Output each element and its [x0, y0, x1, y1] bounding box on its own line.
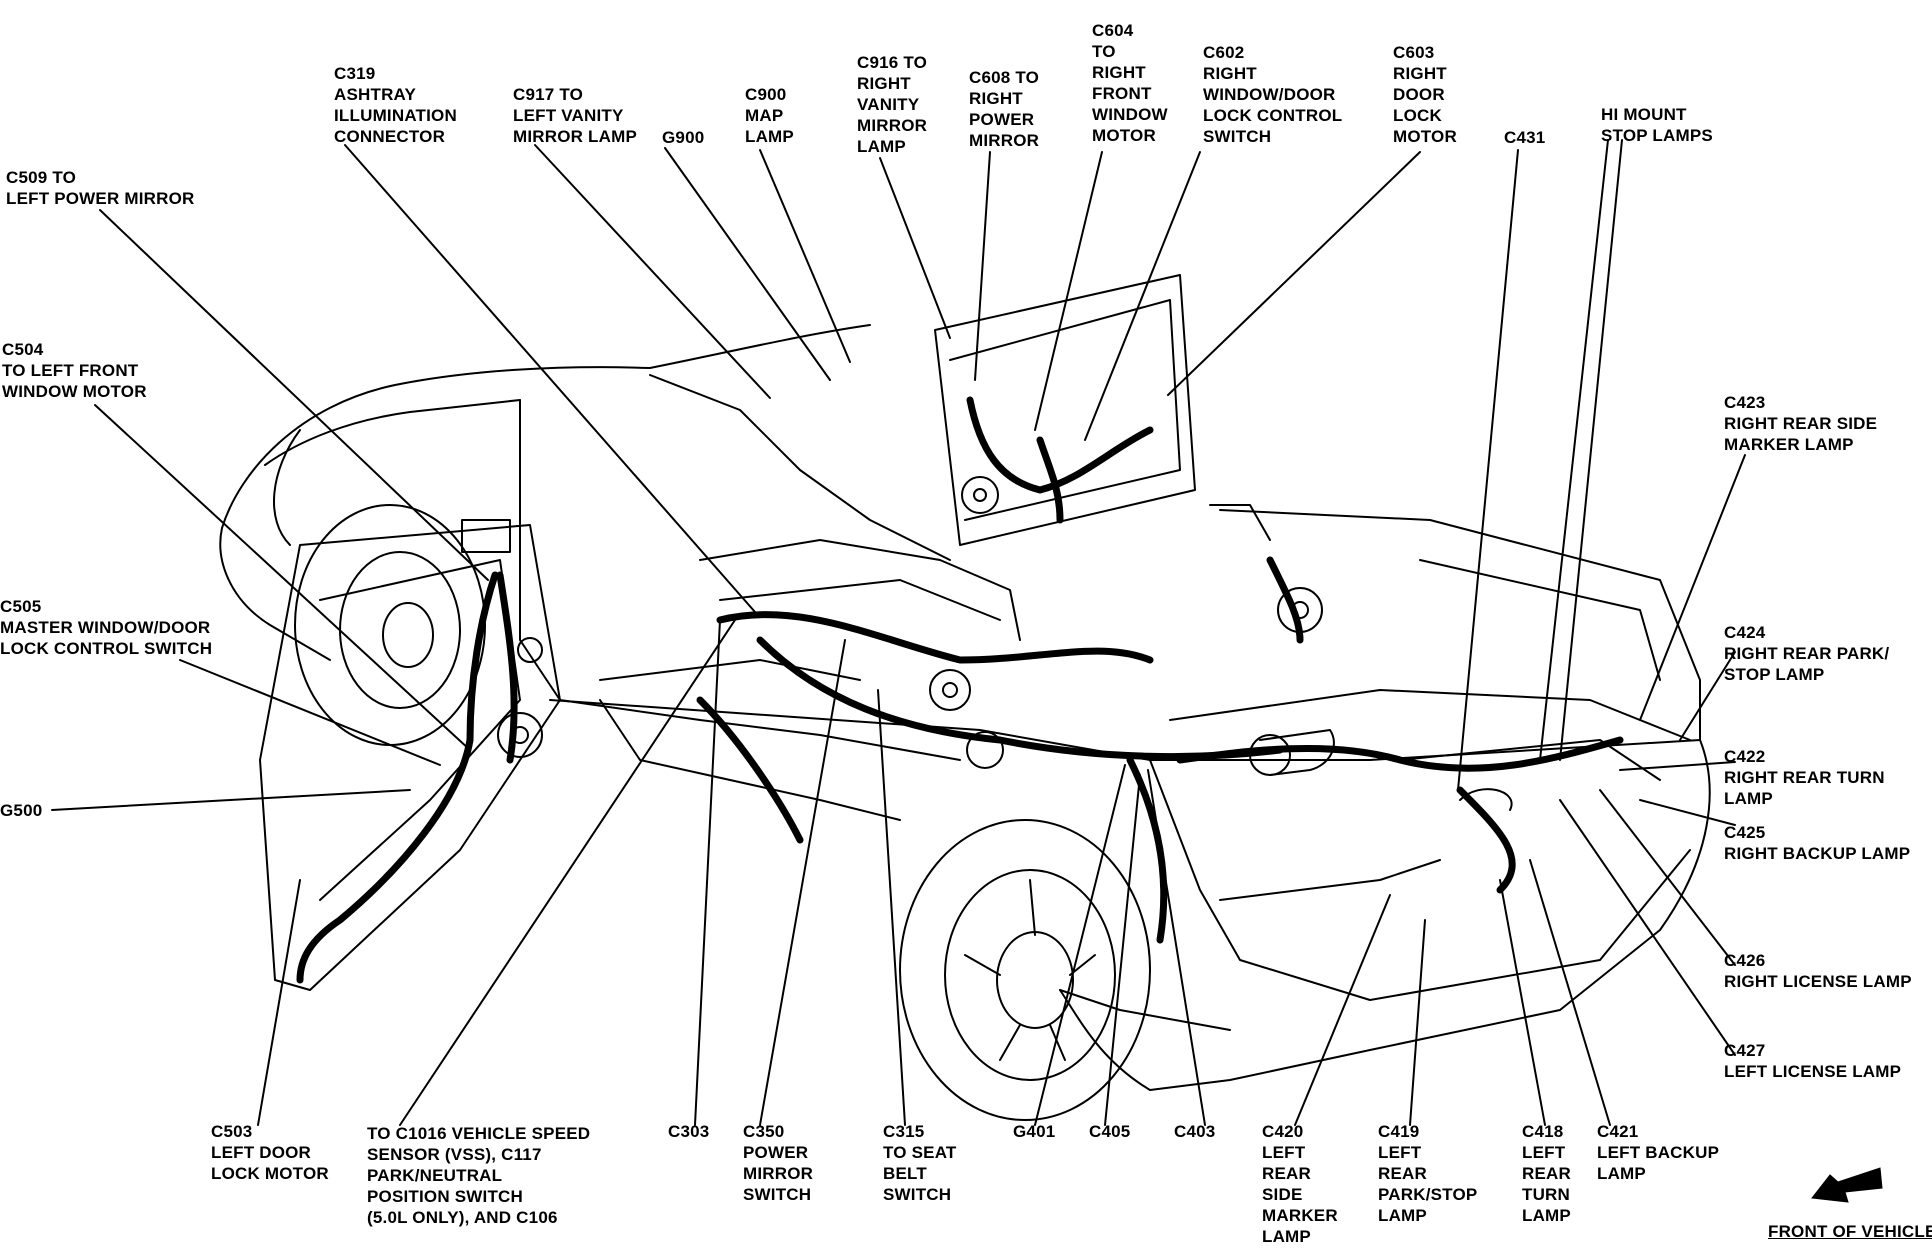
- label-c421: C421 LEFT BACKUP LAMP: [1597, 1122, 1720, 1183]
- label-c427: C427 LEFT LICENSE LAMP: [1724, 1041, 1902, 1081]
- label-c303: C303: [668, 1122, 710, 1141]
- label-c916: C916 TO RIGHT VANITY MIRROR LAMP: [857, 53, 928, 156]
- label-c900: C900 MAP LAMP: [745, 85, 794, 146]
- label-c917: C917 TO LEFT VANITY MIRROR LAMP: [513, 85, 638, 146]
- front-of-vehicle-caption: FRONT OF VEHICLE: [1768, 1222, 1932, 1241]
- label-c604: C604 TO RIGHT FRONT WINDOW MOTOR: [1092, 21, 1168, 145]
- label-c405: C405: [1089, 1122, 1131, 1141]
- left-front-wheel: [294, 504, 486, 746]
- label-g500: G500: [0, 801, 43, 820]
- label-c1016: TO C1016 VEHICLE SPEED SENSOR (VSS), C11…: [367, 1124, 591, 1227]
- label-c423: C423 RIGHT REAR SIDE MARKER LAMP: [1724, 393, 1878, 454]
- label-c431: C431: [1504, 128, 1546, 147]
- car-body-outline: [219, 324, 1711, 1091]
- leader-lines: [51, 139, 1746, 1126]
- front-arrow-icon: [1811, 1167, 1883, 1203]
- label-c319: C319 ASHTRAY ILLUMINATION CONNECTOR: [334, 64, 457, 146]
- label-c608: C608 TO RIGHT POWER MIRROR: [969, 68, 1040, 150]
- label-c426: C426 RIGHT LICENSE LAMP: [1724, 951, 1912, 991]
- left-rear-wheel: [899, 819, 1151, 1121]
- label-c418: C418 LEFT REAR TURN LAMP: [1522, 1122, 1571, 1225]
- interior: [559, 374, 1021, 769]
- label-c419: C419 LEFT REAR PARK/STOP LAMP: [1378, 1122, 1478, 1225]
- label-c509: C509 TO LEFT POWER MIRROR: [6, 168, 195, 208]
- label-c603: C603 RIGHT DOOR LOCK MOTOR: [1393, 43, 1457, 146]
- label-c315: C315 TO SEAT BELT SWITCH: [883, 1122, 957, 1204]
- label-c505: C505 MASTER WINDOW/DOOR LOCK CONTROL SWI…: [0, 597, 213, 658]
- label-c422: C422 RIGHT REAR TURN LAMP: [1724, 747, 1885, 808]
- label-c403: C403: [1174, 1122, 1216, 1141]
- label-g900: G900: [662, 128, 705, 147]
- left-door: [259, 519, 561, 991]
- label-c424: C424 RIGHT REAR PARK/ STOP LAMP: [1724, 623, 1890, 684]
- label-c425: C425 RIGHT BACKUP LAMP: [1724, 823, 1911, 863]
- label-g401: G401: [1013, 1122, 1056, 1141]
- wiring-harness: [296, 396, 1624, 984]
- label-c504: C504 TO LEFT FRONT WINDOW MOTOR: [2, 340, 147, 401]
- label-c602: C602 RIGHT WINDOW/DOOR LOCK CONTROL SWIT…: [1203, 43, 1343, 146]
- label-c350: C350 POWER MIRROR SWITCH: [743, 1122, 814, 1204]
- label-c420: C420 LEFT REAR SIDE MARKER LAMP: [1262, 1122, 1338, 1246]
- label-c503: C503 LEFT DOOR LOCK MOTOR: [211, 1122, 329, 1183]
- label-himount: HI MOUNT STOP LAMPS: [1601, 105, 1713, 145]
